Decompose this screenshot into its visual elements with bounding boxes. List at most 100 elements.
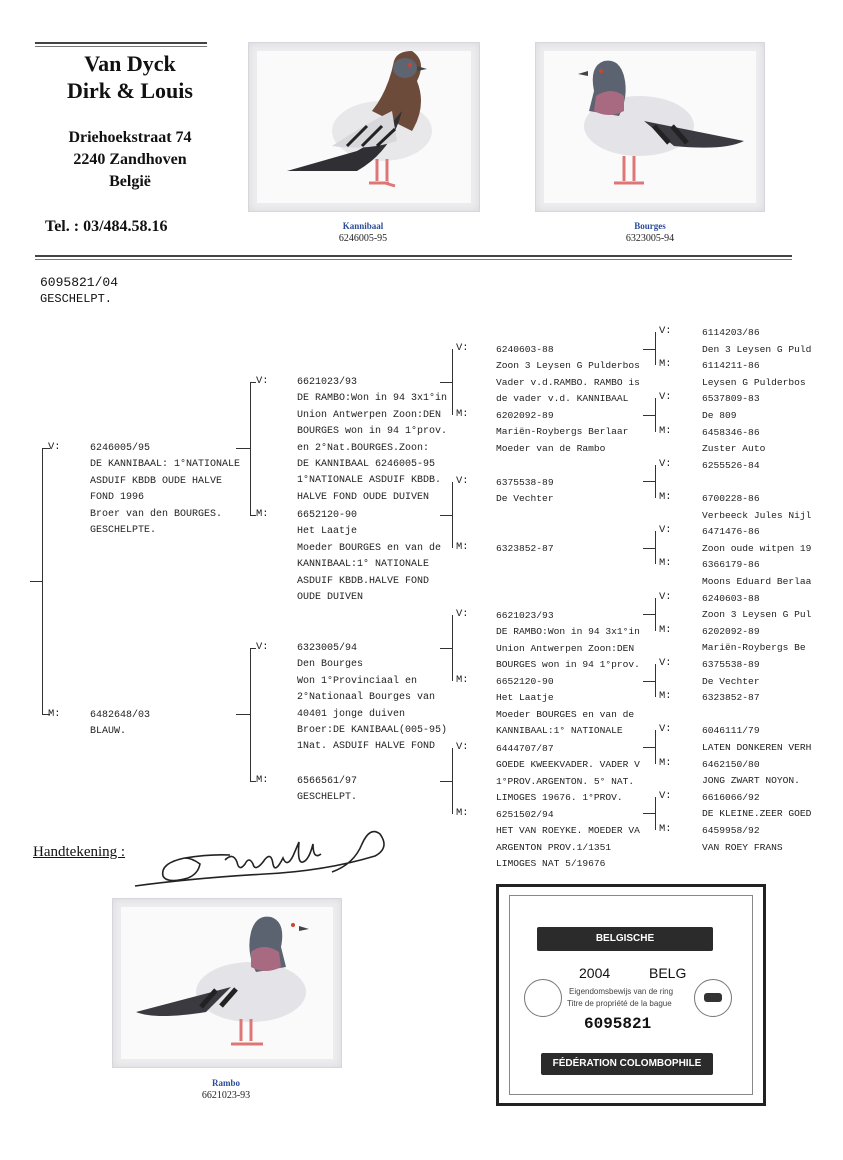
header-rule-top-thin [35, 46, 207, 47]
gen4-ancestor-line: Zuster Auto [702, 443, 766, 455]
gen4-ancestor-line: 6462150/80 [702, 758, 760, 770]
photo-frame-bourges [535, 42, 765, 212]
ownership-certificate: BELGISCHE DUIVENLIEFHEBBERSBOND 2004 BEL… [496, 884, 766, 1106]
gen3-c-stem [440, 648, 452, 649]
gen3-d-stem [440, 781, 452, 782]
gen3-c-m: M: [456, 674, 469, 686]
caption-rambo-ring: 6621023-93 [201, 1090, 251, 1101]
gen1-stem [30, 581, 42, 582]
gen4-stem [643, 348, 655, 350]
gen3-b-v: V: [456, 475, 469, 487]
gen4-ancestor-line: 6459958/92 [702, 825, 760, 836]
gen3-d-v: V: [456, 741, 469, 753]
gen1-bracket-bottom [42, 714, 50, 715]
gen4-m-label: M: [659, 690, 672, 703]
gen4-ancestor-line: 6114203/86 [702, 327, 760, 338]
gen1-sire: 6246005/95 DE KANNIBAAL: 1°NATIONALE ASD… [90, 441, 240, 539]
gen4-ancestor: 6255526-84 [702, 458, 760, 475]
breeder-name-line2: Dirk & Louis [67, 78, 193, 103]
gen3-vmm: 6323852-87 [496, 543, 554, 554]
breeder-address: Driehoekstraat 74 2240 Zandhoven België [25, 127, 235, 193]
gen4-ancestor-line: 6471476-86 [702, 526, 760, 538]
gen4-ancestor-line: 6537809-83 [702, 393, 760, 405]
gen4-v-label: V: [659, 723, 672, 736]
gen2-upper-bracket [250, 382, 251, 515]
gen4-ancestor: 6375538-89 De Vechter [702, 657, 760, 690]
gen2-upper-bottom [250, 515, 256, 516]
gen4-bracket [655, 597, 656, 631]
gen4-stem [643, 415, 655, 416]
gen4-bracket [655, 398, 656, 432]
gen4-bracket [655, 332, 656, 366]
signature-label: Handtekening : [33, 844, 126, 860]
pigeon-bourges-icon [578, 60, 744, 185]
gen3-a-v: V: [456, 342, 469, 354]
gen4-v-label: V: [659, 391, 672, 404]
gen2-vm-label: M: [256, 508, 269, 520]
gen4-bracket [655, 730, 656, 764]
gen1-dam-line: 6482648/03 [90, 710, 151, 721]
gen4-stem [643, 614, 655, 616]
gen4-bracket [655, 796, 656, 830]
breeder-name-block: Van Dyck Dirk & Louis [35, 50, 225, 104]
breeder-phone: Tel. : 03/484.58.16 [45, 218, 168, 235]
gen4-bracket [655, 664, 656, 698]
gen4-m-label: M: [659, 424, 672, 437]
gen4-bracket [655, 464, 656, 498]
gen2-lower-top [250, 648, 256, 649]
breeder-country: België [109, 173, 151, 190]
caption-kannibaal-ring: 6246005-95 [338, 233, 388, 244]
gen4-bracket [655, 531, 656, 565]
gen3-b-bracket [452, 482, 453, 548]
gen3-d-m: M: [456, 807, 469, 819]
gen1-sire-line: FOND 1996 [90, 492, 145, 504]
signature-icon [134, 830, 385, 887]
gen4-ancestor-line: 6255526-84 [702, 459, 760, 471]
gen3-d-bracket [452, 748, 453, 814]
header-divider-thin [35, 259, 792, 260]
gen4-v-label: V: [659, 657, 672, 669]
certificate-right-seal-icon [694, 979, 732, 1017]
certificate-bottom-banner: FÉDÉRATION COLOMBOPHILE BELGE [541, 1053, 713, 1091]
gen4-v-label: V: [659, 457, 672, 470]
gen4-stem [643, 747, 655, 748]
gen4-ancestor-line: LATEN DONKEREN VERH [702, 741, 812, 753]
gen4-m-label: M: [659, 623, 672, 636]
gen2-vv-label: V: [256, 375, 269, 387]
gen1-v-label: V: [48, 441, 61, 453]
gen2-lower-stem [236, 714, 250, 715]
certificate-line-fr: Titre de propriété de la bague [567, 999, 672, 1008]
gen4-ancestor-line: 6458346-86 [702, 426, 760, 438]
gen3-a-stem [440, 382, 452, 383]
gen4-m-label: M: [659, 557, 672, 570]
gen4-ancestor-line: 6375538-89 [702, 659, 760, 670]
breeder-name-line1: Van Dyck [84, 51, 176, 76]
gen2-mv-label: V: [256, 641, 269, 653]
header-divider [35, 255, 792, 257]
gen4-ancestor-line: 6114211-86 [702, 360, 760, 372]
gen3-c-v: V: [456, 608, 469, 620]
photo-frame-rambo [112, 898, 342, 1068]
gen1-sire-line: 6246005/95 [90, 443, 151, 454]
gen4-ancestor-line: De Vechter [702, 675, 760, 687]
caption-kannibaal-name: Kannibaal [342, 221, 384, 231]
gen2-upper-top [250, 382, 256, 383]
gen4-stem [643, 481, 655, 483]
photo-kannibaal [257, 51, 471, 203]
gen3-b-stem [440, 515, 452, 516]
certificate-country: BELG [649, 965, 687, 981]
pigeon-rambo-icon [136, 916, 309, 1046]
gen2-upper-stem [236, 448, 250, 449]
gen2-lower-bracket [250, 648, 251, 781]
